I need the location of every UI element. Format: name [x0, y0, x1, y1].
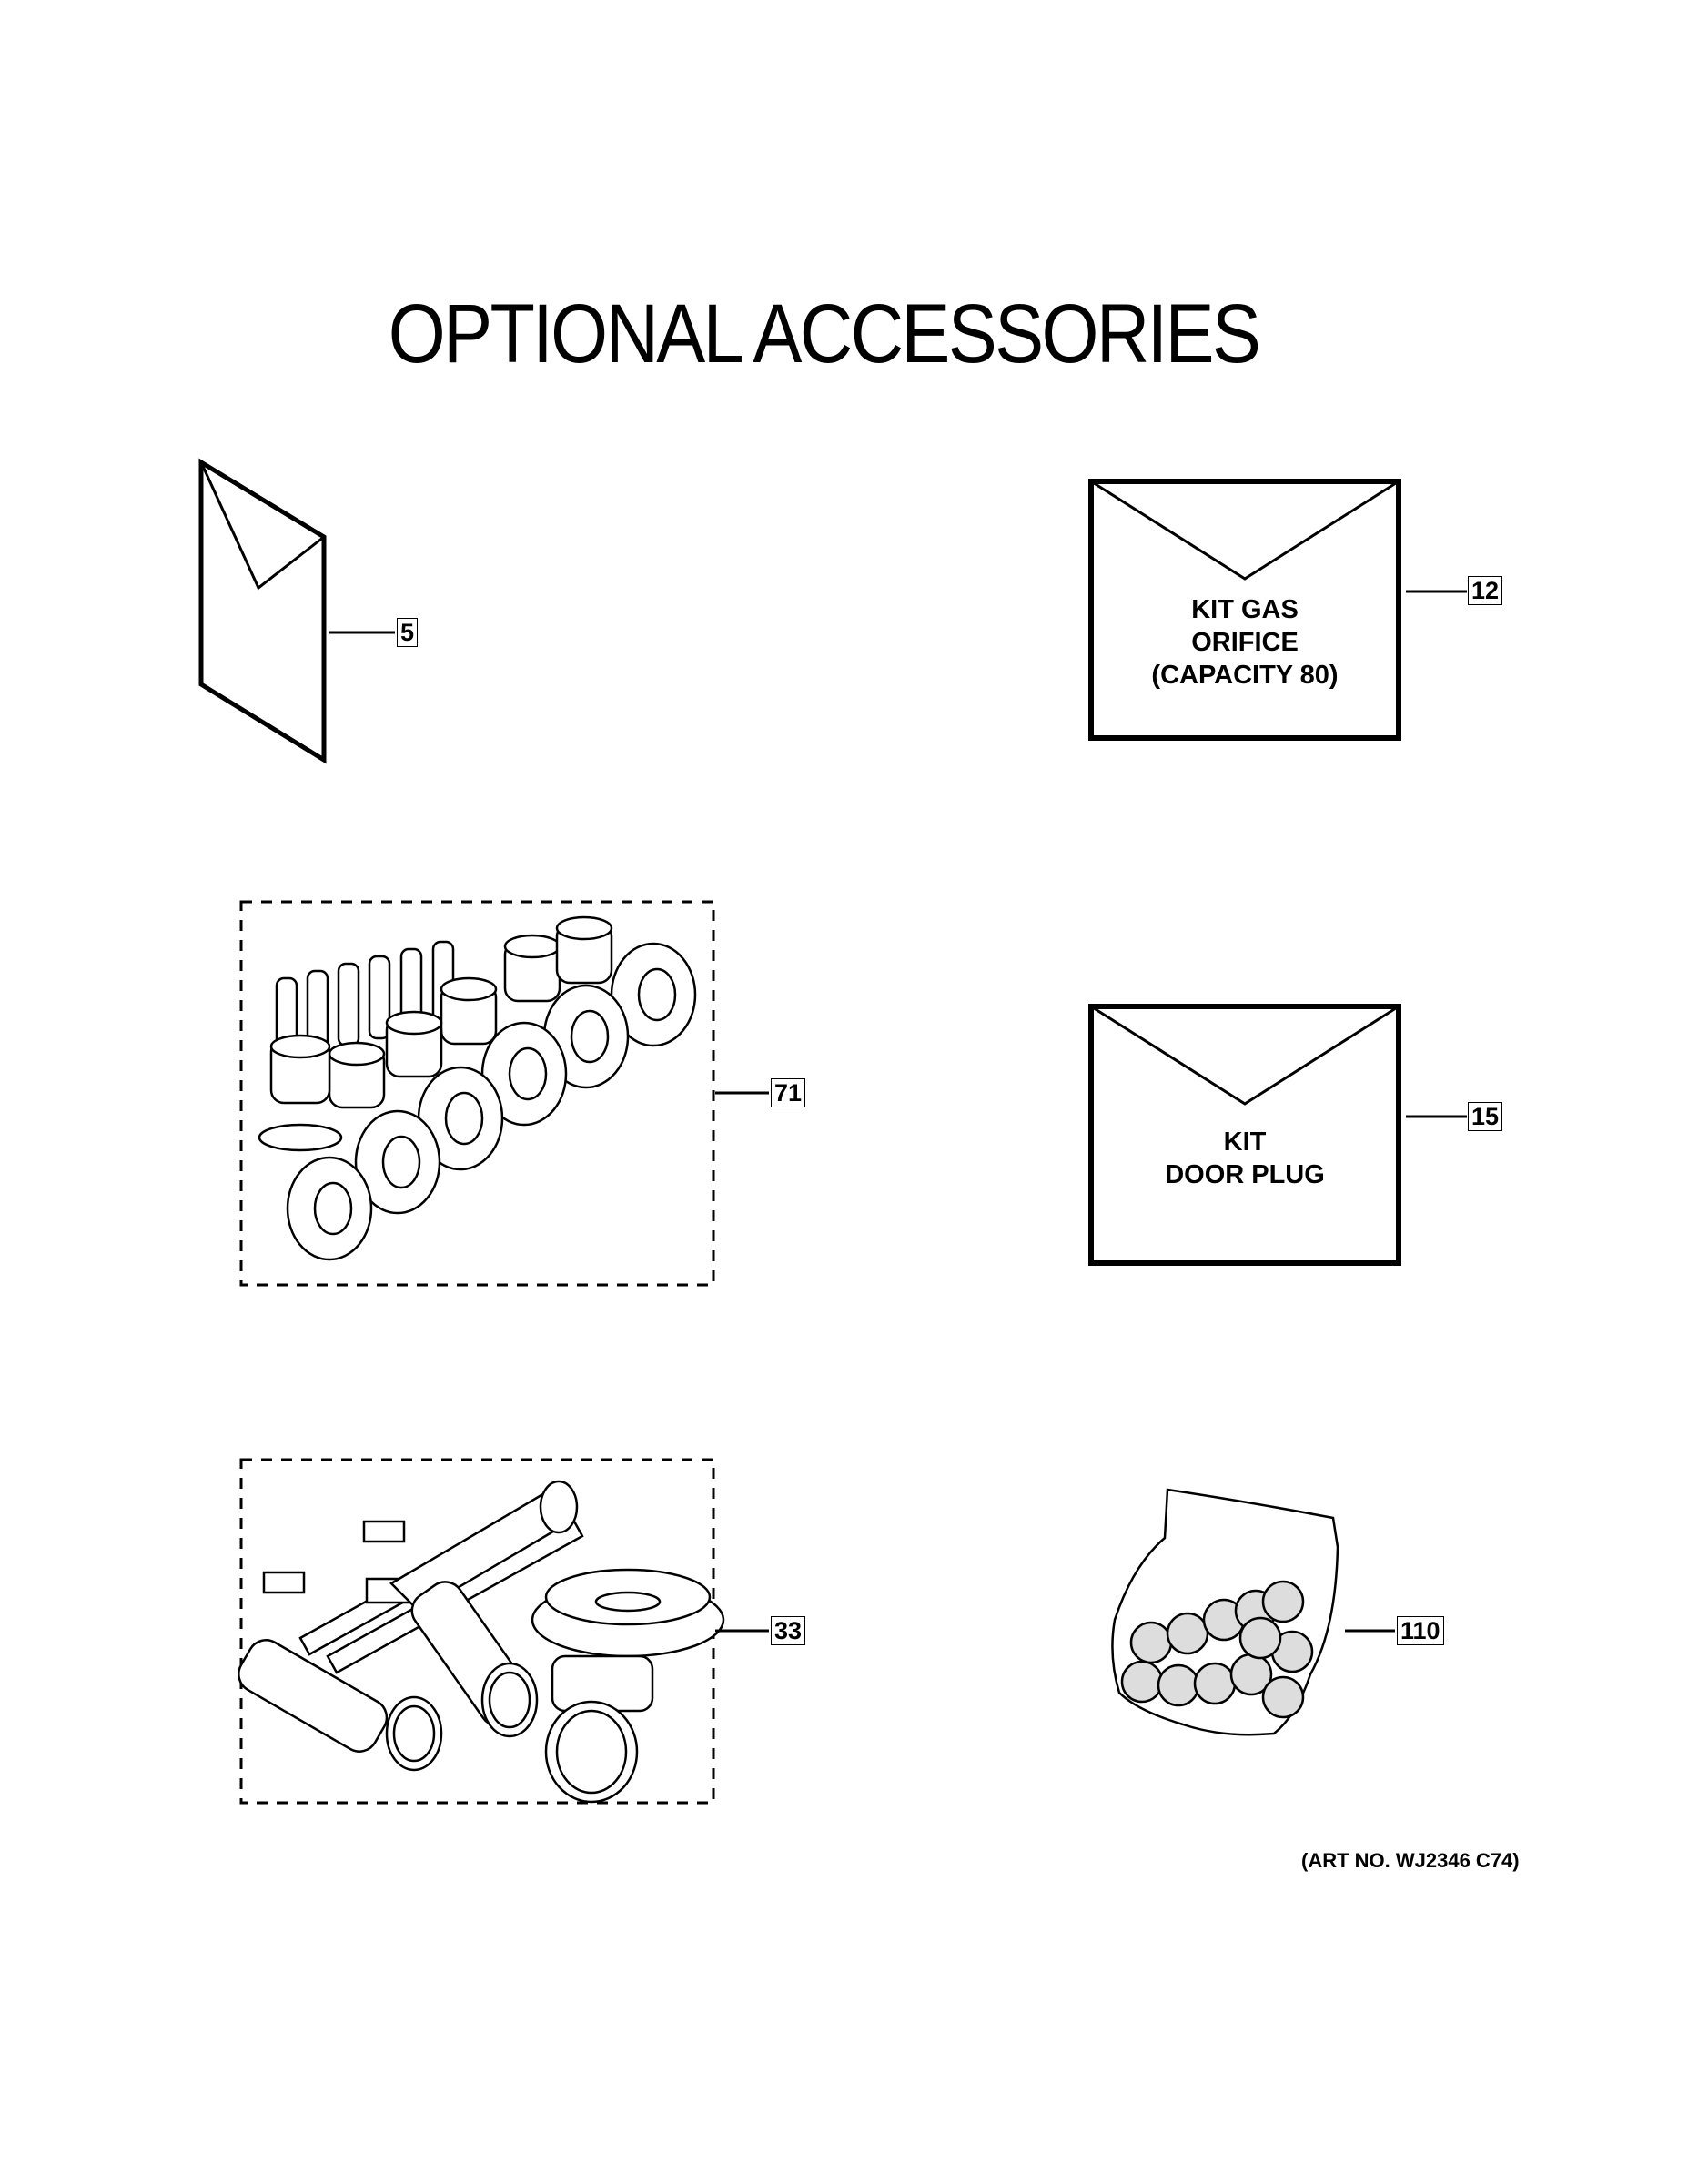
callout-15[interactable]: 15	[1468, 1102, 1503, 1131]
callout-5[interactable]: 5	[397, 618, 419, 647]
envelope-label-line: KIT	[1223, 1127, 1267, 1157]
callout-33[interactable]: 33	[771, 1616, 806, 1645]
orifice-kit-icon[interactable]	[239, 900, 715, 1287]
callout-71[interactable]: 71	[771, 1078, 806, 1107]
callout-110[interactable]: 110	[1397, 1616, 1444, 1645]
vent-kit-icon[interactable]	[232, 1458, 725, 1805]
art-number: (ART NO. WJ2346 C74)	[1301, 1849, 1520, 1872]
screw-bag-icon[interactable]	[1111, 1488, 1339, 1736]
envelope-label-line: (CAPACITY 80)	[1151, 661, 1339, 690]
envelope-label-15: KIT DOOR PLUG	[1091, 1126, 1399, 1191]
manual-booklet-icon[interactable]	[198, 458, 327, 764]
envelope-label-line: DOOR PLUG	[1165, 1160, 1325, 1189]
envelope-label-line: KIT GAS	[1191, 595, 1299, 624]
callout-12[interactable]: 12	[1468, 576, 1503, 605]
envelope-label-12: KIT GAS ORIFICE (CAPACITY 80)	[1091, 593, 1399, 692]
envelope-icon[interactable]	[1088, 479, 1401, 741]
envelope-icon[interactable]	[1088, 1004, 1401, 1266]
page-title: OPTIONAL ACCESSORIES	[388, 288, 1261, 380]
envelope-label-line: ORIFICE	[1191, 628, 1299, 657]
